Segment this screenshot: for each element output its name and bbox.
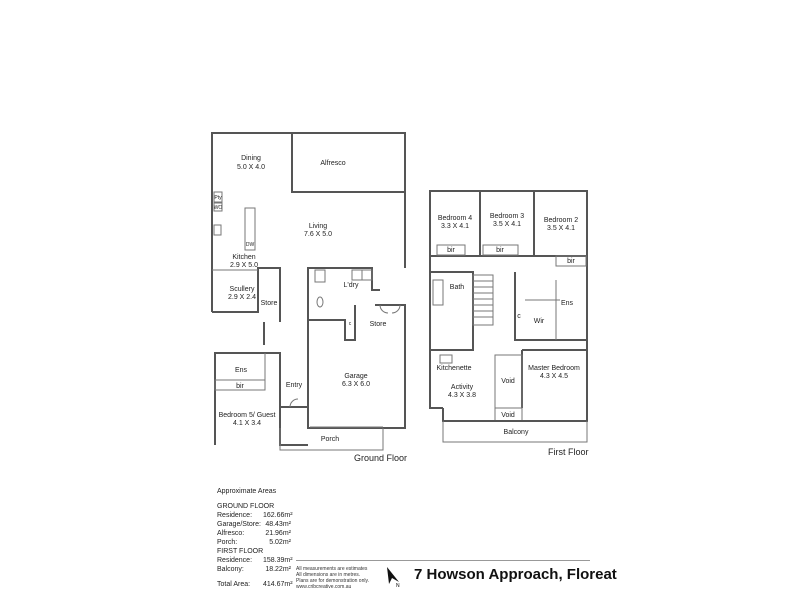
dishwasher-label: DW: [246, 242, 255, 248]
island-bench: [244, 207, 256, 251]
room-label-bedroom5: Bedroom 5/ Guest: [219, 412, 276, 419]
room-label-laundry: L'dry: [344, 282, 359, 289]
room-size-activity: 4.3 X 3.8: [448, 392, 476, 399]
room-label-void: Void: [501, 378, 515, 385]
room-label-store: Store: [261, 300, 278, 307]
first-floor-plan: Bedroom 4 3.3 X 4.1 Bedroom 3 3.5 X 4.1 …: [429, 190, 589, 457]
room-label-bath: Bath: [450, 284, 465, 291]
area-row: Balcony:18.22m²: [217, 566, 291, 573]
wall: [442, 408, 588, 422]
bedroom5-wall: [214, 352, 308, 446]
area-row: Garage/Store:48.43m²: [217, 521, 291, 528]
room-label-master-bedroom: Master Bedroom: [528, 365, 580, 372]
bir-robe: [214, 379, 266, 391]
room-label-scullery: Scullery: [230, 286, 255, 293]
cooktop-icon: [213, 224, 222, 236]
wall-oven-label: WO: [214, 205, 223, 211]
area-row: Residence:162.66m²: [217, 512, 293, 519]
bir-robe: [482, 244, 519, 256]
room-label-bedroom4: Bedroom 4: [438, 215, 472, 222]
room-label-bir: bir: [567, 258, 575, 265]
bathtub-icon: [432, 279, 444, 306]
cupboard-label: c: [349, 321, 352, 327]
toilet-icon: [316, 296, 324, 308]
room-label-activity: Activity: [451, 384, 474, 391]
room-size-master-bedroom: 4.3 X 4.5: [540, 373, 568, 380]
washer-icon: [351, 269, 363, 281]
staircase: [472, 274, 494, 326]
room-label-balcony: Balcony: [504, 429, 529, 436]
room-label-bir: bir: [236, 383, 244, 390]
area-row: Alfresco:21.96m²: [217, 530, 291, 537]
cupboard-label: c: [517, 313, 521, 320]
balcony-outline: [442, 421, 588, 443]
scullery-wall: [212, 267, 281, 322]
approximate-areas: Approximate Areas GROUND FLOOR Residence…: [217, 487, 293, 589]
room-label-bir: bir: [496, 247, 504, 254]
room-size-scullery: 2.9 X 2.4: [228, 294, 256, 301]
total-area-row: Total Area:414.67m²: [217, 581, 293, 588]
room-label-bedroom3: Bedroom 3: [490, 213, 524, 220]
bir-robe: [436, 244, 466, 256]
room-label-dining: Dining: [241, 155, 261, 162]
area-row: Residence:158.39m²: [217, 557, 293, 564]
pantry-label: Pty: [214, 195, 222, 201]
room-size-garage: 6.3 X 6.0: [342, 381, 370, 388]
first-floor-heading: FIRST FLOOR: [217, 548, 264, 555]
area-row: Porch:5.02m²: [217, 539, 291, 546]
room-label-ens: Ens: [561, 300, 574, 307]
garage-wall: [307, 304, 406, 429]
room-label-bir: bir: [447, 247, 455, 254]
room-label-kitchen: Kitchen: [232, 254, 255, 261]
north-arrow-icon: N: [387, 567, 400, 588]
room-label-living: Living: [309, 223, 327, 230]
room-size-bedroom3: 3.5 X 4.1: [493, 221, 521, 228]
room-label-porch: Porch: [321, 436, 339, 443]
room-size-bedroom5: 4.1 X 3.4: [233, 420, 261, 427]
wall: [429, 190, 588, 409]
areas-heading: Approximate Areas: [217, 488, 277, 495]
room-label-garage: Garage: [344, 373, 367, 380]
wall: [211, 132, 406, 312]
bir-robe: [555, 255, 587, 267]
ground-floor-heading: GROUND FLOOR: [217, 503, 275, 510]
room-size-dining: 5.0 X 4.0: [237, 164, 265, 171]
room-label-bedroom2: Bedroom 2: [544, 217, 578, 224]
room-size-living: 7.6 X 5.0: [304, 231, 332, 238]
laundry-wall: [307, 267, 380, 305]
disclaimer: All measurements are estimates All dimen…: [296, 566, 370, 590]
sink-icon: [314, 269, 326, 283]
room-size-bedroom4: 3.3 X 4.1: [441, 223, 469, 230]
north-label: N: [396, 583, 400, 588]
ground-floor-title: Ground Floor: [354, 453, 407, 463]
pantry: [213, 191, 223, 203]
wall-oven: [213, 202, 223, 212]
dryer-icon: [361, 269, 373, 281]
store-door: [379, 304, 401, 314]
wir-wall: [514, 272, 587, 341]
entry-door: [289, 398, 299, 408]
ground-floor-plan: Dining 5.0 X 4.0 Alfresco Living 7.6 X 5…: [211, 132, 407, 463]
room-label-wir: Wir: [534, 318, 545, 325]
first-floor-title: First Floor: [548, 447, 589, 457]
room-label-store: Store: [370, 321, 387, 328]
sink-icon: [439, 354, 453, 364]
alfresco-wall: [291, 133, 405, 193]
room-size-bedroom2: 3.5 X 4.1: [547, 225, 575, 232]
room-label-void: Void: [501, 412, 515, 419]
room-label-entry: Entry: [286, 382, 303, 389]
room-label-alfresco: Alfresco: [320, 160, 345, 167]
property-address: 7 Howson Approach, Floreat: [414, 566, 617, 583]
room-label-kitchenette: Kitchenette: [436, 365, 471, 372]
room-label-ens: Ens: [235, 367, 248, 374]
divider: [296, 560, 590, 561]
room-size-kitchen: 2.9 X 5.0: [230, 262, 258, 269]
porch-outline: [279, 428, 384, 451]
